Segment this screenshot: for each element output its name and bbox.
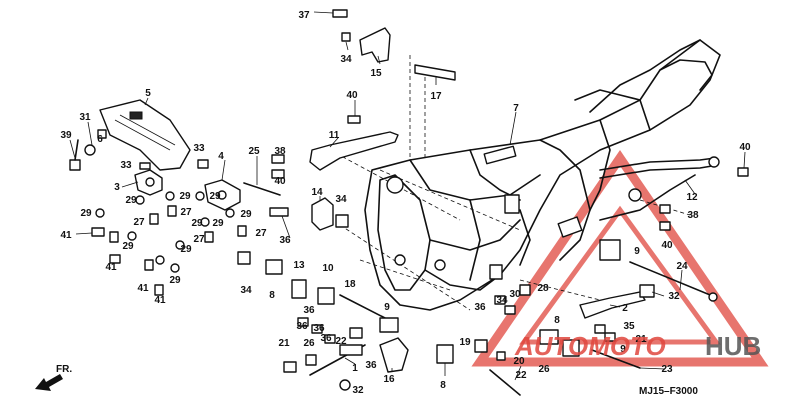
callout-label: 29 bbox=[125, 195, 137, 206]
watermark-text-hub: HUB bbox=[705, 331, 761, 361]
callout-label: 5 bbox=[145, 88, 151, 99]
callout-label: 32 bbox=[352, 385, 364, 396]
callout-label: 27 bbox=[193, 234, 205, 245]
callout-label: 38 bbox=[687, 210, 699, 221]
callout-label: 29 bbox=[80, 208, 92, 219]
callout-label: 36 bbox=[303, 305, 315, 316]
callout-label: 29 bbox=[179, 191, 191, 202]
callout-label: 36 bbox=[279, 235, 291, 246]
callout-label: 41 bbox=[137, 283, 149, 294]
callout-label: 40 bbox=[661, 240, 673, 251]
callout-label: 41 bbox=[105, 262, 117, 273]
callout-label: 1 bbox=[352, 363, 358, 374]
callout-label: 26 bbox=[538, 364, 550, 375]
callout-label: 29 bbox=[169, 275, 181, 286]
watermark-text-auto: AUTOMOTO bbox=[514, 331, 666, 361]
callout-label: 33 bbox=[120, 160, 132, 171]
callout-label: 9 bbox=[634, 246, 640, 257]
callout-label: 41 bbox=[154, 295, 166, 306]
callout-label: 22 bbox=[515, 370, 527, 381]
callout-label: 29 bbox=[191, 218, 203, 229]
callout-label: 34 bbox=[496, 295, 508, 306]
callout-label: 29 bbox=[122, 241, 134, 252]
callout-label: 27 bbox=[255, 228, 267, 239]
callout-label: 21 bbox=[635, 334, 647, 345]
callout-label: 29 bbox=[209, 191, 221, 202]
callout-label: 39 bbox=[60, 130, 72, 141]
callout-label: 34 bbox=[335, 194, 347, 205]
callout-label: 30 bbox=[509, 289, 521, 300]
direction-label: FR. bbox=[56, 364, 72, 375]
diagram-code: MJ15–F3000 bbox=[639, 386, 698, 397]
leader-lines bbox=[69, 11, 746, 381]
callout-label: 26 bbox=[303, 338, 315, 349]
callout-label: 40 bbox=[274, 176, 286, 187]
callout-label: 28 bbox=[537, 283, 549, 294]
callout-label: 34 bbox=[340, 54, 352, 65]
stay-11 bbox=[309, 115, 399, 171]
callout-label: 9 bbox=[384, 302, 390, 313]
callout-label: 32 bbox=[668, 291, 680, 302]
callout-label: 27 bbox=[180, 207, 192, 218]
callout-label: 31 bbox=[79, 112, 91, 123]
callout-label: 41 bbox=[60, 230, 72, 241]
callout-label: 27 bbox=[133, 217, 145, 228]
callout-label: 37 bbox=[298, 10, 310, 21]
watermark-triangle bbox=[471, 150, 769, 367]
callout-label: 33 bbox=[193, 143, 205, 154]
callout-label: 13 bbox=[293, 260, 305, 271]
callout-label: 18 bbox=[344, 279, 356, 290]
callout-label: 15 bbox=[370, 68, 382, 79]
callout-label: 8 bbox=[554, 315, 560, 326]
top-bracket bbox=[332, 9, 456, 81]
callout-label: 6 bbox=[97, 134, 103, 145]
callout-label: 34 bbox=[240, 285, 252, 296]
main-frame bbox=[364, 39, 721, 311]
engine-mount-14 bbox=[311, 197, 349, 231]
callout-label: 4 bbox=[218, 151, 224, 162]
callout-label: 12 bbox=[686, 192, 698, 203]
rear-subframe bbox=[599, 156, 720, 221]
callout-label: 20 bbox=[513, 356, 525, 367]
callout-label: 38 bbox=[274, 146, 286, 157]
callout-label: 16 bbox=[383, 374, 395, 385]
callout-label: 11 bbox=[329, 130, 340, 141]
callout-label: 22 bbox=[335, 336, 347, 347]
callout-label: 36 bbox=[313, 323, 325, 334]
fasteners bbox=[69, 129, 749, 396]
callout-label: 25 bbox=[248, 146, 260, 157]
callout-label: 24 bbox=[676, 261, 688, 272]
callout-label: 35 bbox=[623, 321, 635, 332]
callout-label: 40 bbox=[739, 142, 751, 153]
callout-label: 29 bbox=[240, 209, 252, 220]
callout-label: 7 bbox=[513, 103, 519, 114]
callout-label: 10 bbox=[322, 263, 334, 274]
callout-label: 9 bbox=[620, 344, 626, 355]
bracket-3 bbox=[134, 169, 163, 196]
callout-label: 36 bbox=[474, 302, 486, 313]
callout-label: 29 bbox=[212, 218, 224, 229]
callout-label: 23 bbox=[661, 364, 673, 375]
callout-label: 21 bbox=[278, 338, 290, 349]
callout-label: 29 bbox=[180, 244, 192, 255]
front-direction-arrow: FR. bbox=[35, 364, 72, 391]
callout-label: 17 bbox=[430, 91, 442, 102]
callout-label: 14 bbox=[311, 187, 323, 198]
callout-label: 36 bbox=[365, 360, 377, 371]
watermark: AUTOMOTO HUB bbox=[514, 331, 761, 361]
callout-label: 19 bbox=[459, 337, 471, 348]
callout-label: 3 bbox=[114, 182, 120, 193]
side-cover-5 bbox=[99, 99, 191, 171]
callout-label: 40 bbox=[346, 90, 358, 101]
callout-label: 36 bbox=[296, 321, 308, 332]
callout-label: 36 bbox=[320, 333, 332, 344]
callout-label: 8 bbox=[269, 290, 275, 301]
callout-label: 2 bbox=[622, 303, 628, 314]
callout-label: 8 bbox=[440, 380, 446, 391]
